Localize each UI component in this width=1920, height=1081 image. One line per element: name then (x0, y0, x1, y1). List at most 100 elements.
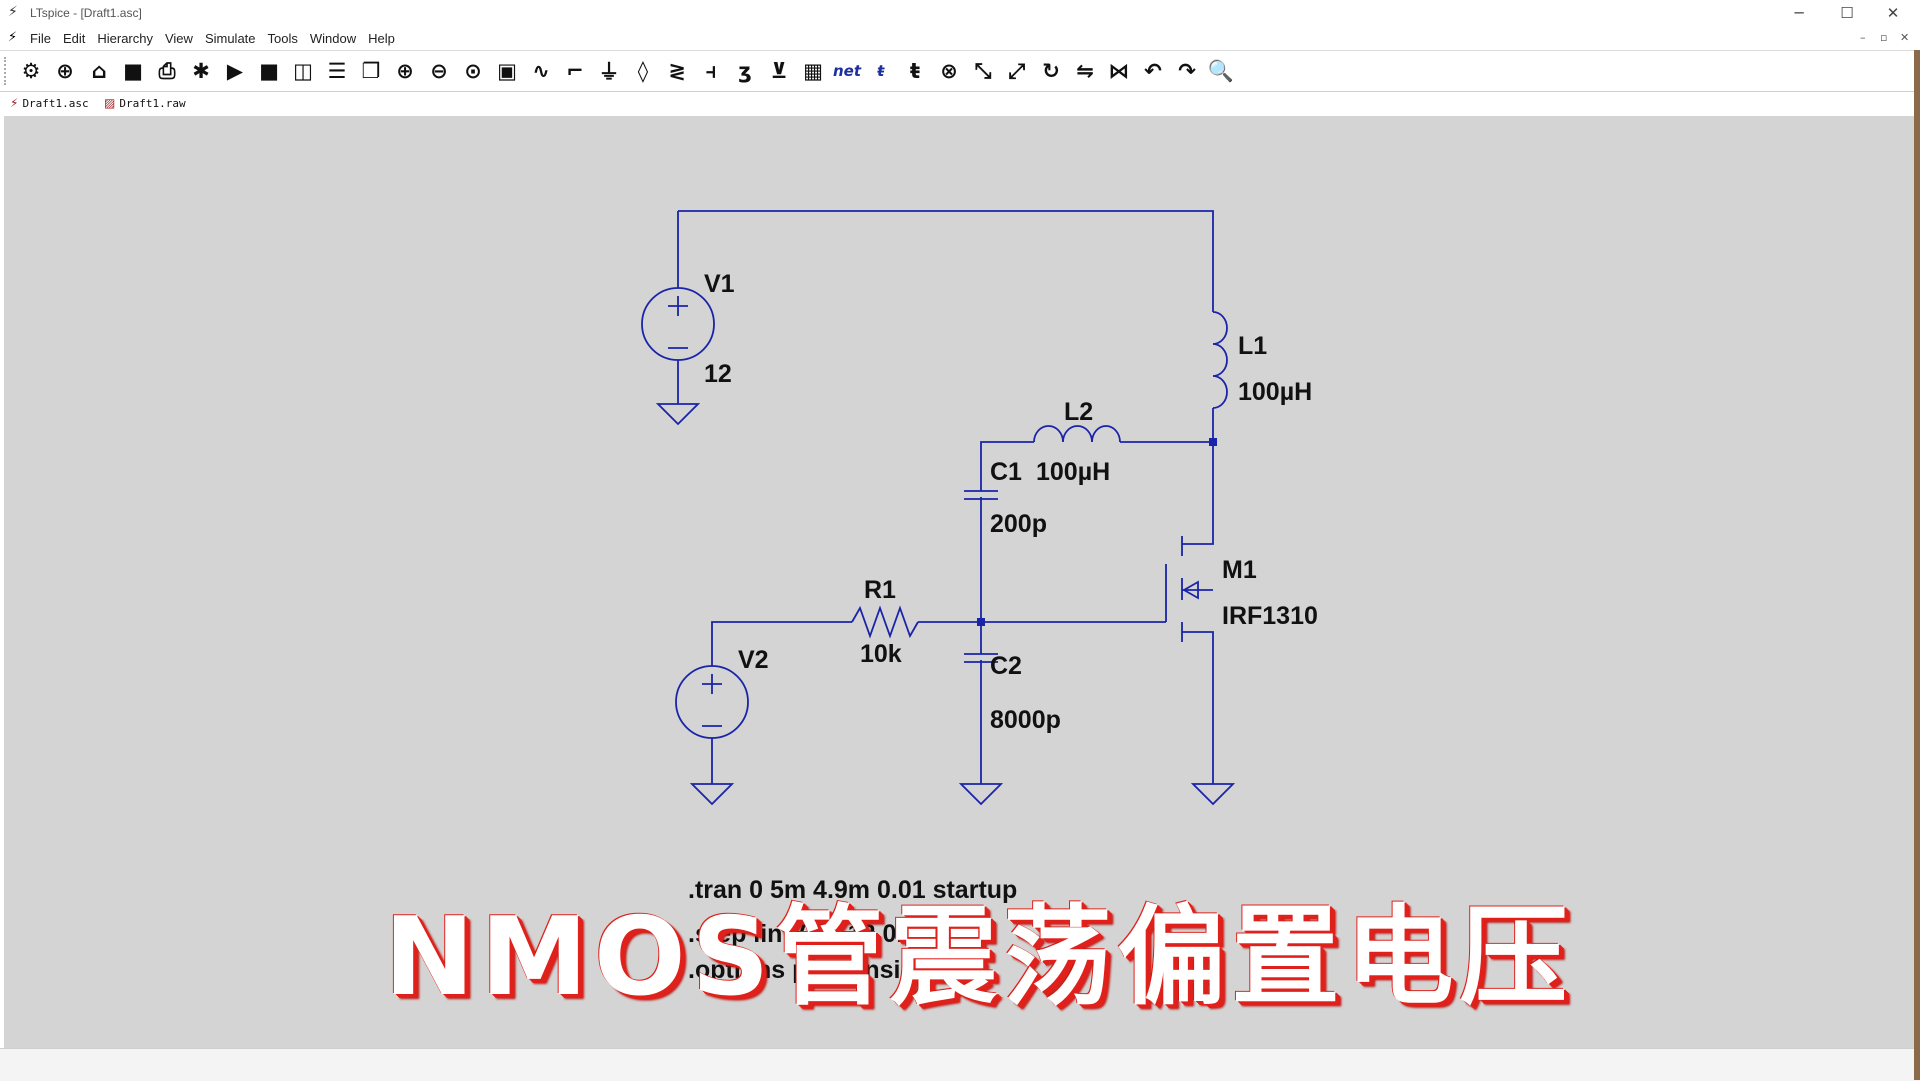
wire[interactable] (980, 441, 1034, 491)
tab-draft1-raw[interactable]: ▨Draft1.raw (104, 96, 186, 110)
tile-vertical-button[interactable]: ◫ (286, 56, 320, 86)
diode-button[interactable]: ⊻ (762, 56, 796, 86)
nmos-m1[interactable] (1165, 536, 1213, 642)
wire[interactable] (678, 210, 1214, 312)
move-button[interactable]: ŧ (864, 56, 898, 86)
m1-value-label[interactable]: IRF1310 (1222, 602, 1318, 630)
junction-dot (1209, 438, 1217, 446)
spice-directive-button[interactable]: net (830, 56, 864, 86)
halt-button[interactable]: ■ (252, 56, 286, 86)
document-tabs: ⚡Draft1.asc ▨Draft1.raw (0, 92, 1920, 116)
gear-icon: ⚙ (21, 59, 41, 83)
maximize-button[interactable]: ☐ (1840, 4, 1854, 22)
new-schematic-button[interactable]: ⊕ (48, 56, 82, 86)
ground-icon[interactable] (1190, 783, 1236, 806)
menu-simulate[interactable]: Simulate (204, 31, 256, 46)
mdi-restore-button[interactable]: ▫ (1880, 31, 1888, 44)
wire[interactable] (1182, 442, 1214, 545)
capacitor-c1[interactable] (964, 490, 998, 500)
menu-view[interactable]: View (164, 31, 193, 46)
menu-hierarchy[interactable]: Hierarchy (97, 31, 153, 46)
ground-icon[interactable] (958, 783, 1004, 806)
background-edge (1914, 50, 1920, 1080)
l1-name-label[interactable]: L1 (1238, 332, 1267, 360)
inductor-button[interactable]: ʒ (728, 56, 762, 86)
ground-button[interactable]: ⏚ (592, 56, 626, 86)
m1-name-label[interactable]: M1 (1222, 556, 1257, 584)
tile-horizontal-button[interactable]: ☰ (320, 56, 354, 86)
l2-value-label[interactable]: 100µH (1036, 458, 1110, 486)
menu-file[interactable]: File (30, 31, 51, 46)
capacitor-button[interactable]: ⫞ (694, 56, 728, 86)
v1-name-label[interactable]: V1 (704, 270, 735, 298)
move-icon: ŧ (877, 62, 885, 80)
zoom-fit-button[interactable]: ⊙ (456, 56, 490, 86)
inductor-l2[interactable] (1033, 425, 1121, 443)
open-button[interactable]: ⌂ (82, 56, 116, 86)
resistor-button[interactable]: ≷ (660, 56, 694, 86)
mirror-button[interactable]: ⇋ (1068, 56, 1102, 86)
close-button[interactable]: ✕ (1886, 4, 1900, 22)
l2-name-label[interactable]: L2 (1064, 398, 1093, 426)
v1-value-label[interactable]: 12 (704, 360, 732, 388)
c2-value-label[interactable]: 8000p (990, 706, 1061, 734)
r1-name-label[interactable]: R1 (864, 576, 896, 604)
run-button[interactable]: ▶ (218, 56, 252, 86)
toolbar-grip[interactable] (4, 57, 10, 85)
title-bar: ⚡ LTspice - [Draft1.asc] ─ ☐ ✕ (0, 0, 1920, 28)
menu-tools[interactable]: Tools (267, 31, 298, 46)
zoom-out-button[interactable]: ⊖ (422, 56, 456, 86)
spice-directive-step[interactable]: .step lin V2 3 12 0.1 (688, 920, 917, 948)
drag-button[interactable]: ŧ (898, 56, 932, 86)
voltage-source-v1[interactable] (641, 287, 715, 361)
schematic-canvas[interactable]: V1 12 L1 100µH L2 100µH C1 200p M1 IRF13… (4, 116, 1914, 1048)
paste-button[interactable]: ⤢ (1000, 56, 1034, 86)
settings-button[interactable]: ⚙ (14, 56, 48, 86)
cascade-button[interactable]: ❐ (354, 56, 388, 86)
ground-icon[interactable] (655, 403, 701, 426)
rotate-button[interactable]: ↻ (1034, 56, 1068, 86)
c1-name-label[interactable]: C1 (990, 458, 1022, 486)
v2-name-label[interactable]: V2 (738, 646, 769, 674)
print-button[interactable]: ⎙ (150, 56, 184, 86)
capacitor-c2[interactable] (964, 653, 998, 663)
c1-value-label[interactable]: 200p (990, 510, 1047, 538)
draw-wire-button[interactable]: ⌐ (558, 56, 592, 86)
inductor-l1[interactable] (1212, 311, 1228, 409)
find-button[interactable]: 🔍 (1204, 56, 1238, 86)
voltage-source-v2[interactable] (675, 665, 749, 739)
schematic-drawing[interactable]: V1 12 L1 100µH L2 100µH C1 200p M1 IRF13… (4, 116, 1914, 1048)
zoom-area-button[interactable]: ▣ (490, 56, 524, 86)
wire[interactable] (711, 621, 852, 666)
component-button[interactable]: ▦ (796, 56, 830, 86)
wires (677, 210, 1214, 784)
waveform-button[interactable]: ∿ (524, 56, 558, 86)
control-panel-button[interactable]: ✱ (184, 56, 218, 86)
c2-name-label[interactable]: C2 (990, 652, 1022, 680)
wire-icon: ⌐ (566, 59, 584, 83)
menu-window[interactable]: Window (309, 31, 357, 46)
spice-directive-tran[interactable]: .tran 0 5m 4.9m 0.01 startup (688, 876, 1017, 904)
resistor-r1[interactable] (851, 605, 919, 639)
menu-edit[interactable]: Edit (62, 31, 86, 46)
mdi-close-button[interactable]: ✕ (1900, 31, 1910, 44)
ground-icon[interactable] (689, 783, 735, 806)
save-button[interactable]: ■ (116, 56, 150, 86)
zoom-in-button[interactable]: ⊕ (388, 56, 422, 86)
document-icon[interactable]: ⚡ (8, 30, 18, 45)
tab-draft1-asc[interactable]: ⚡Draft1.asc (10, 96, 89, 110)
redo-button[interactable]: ↷ (1170, 56, 1204, 86)
l1-value-label[interactable]: 100µH (1238, 378, 1312, 406)
minimize-button[interactable]: ─ (1794, 4, 1804, 22)
wire[interactable] (1182, 631, 1214, 784)
flip-button[interactable]: ⋈ (1102, 56, 1136, 86)
delete-button[interactable]: ⊗ (932, 56, 966, 86)
r1-value-label[interactable]: 10k (860, 640, 902, 668)
spice-directive-options[interactable]: .options plotwinsize=0 (688, 956, 955, 984)
undo-button[interactable]: ↶ (1136, 56, 1170, 86)
menu-help[interactable]: Help (368, 31, 395, 46)
zoom-in-icon: ⊕ (396, 59, 414, 83)
label-net-button[interactable]: ◊ (626, 56, 660, 86)
copy-button[interactable]: ⤡ (966, 56, 1000, 86)
mdi-minimize-button[interactable]: – (1860, 31, 1866, 44)
